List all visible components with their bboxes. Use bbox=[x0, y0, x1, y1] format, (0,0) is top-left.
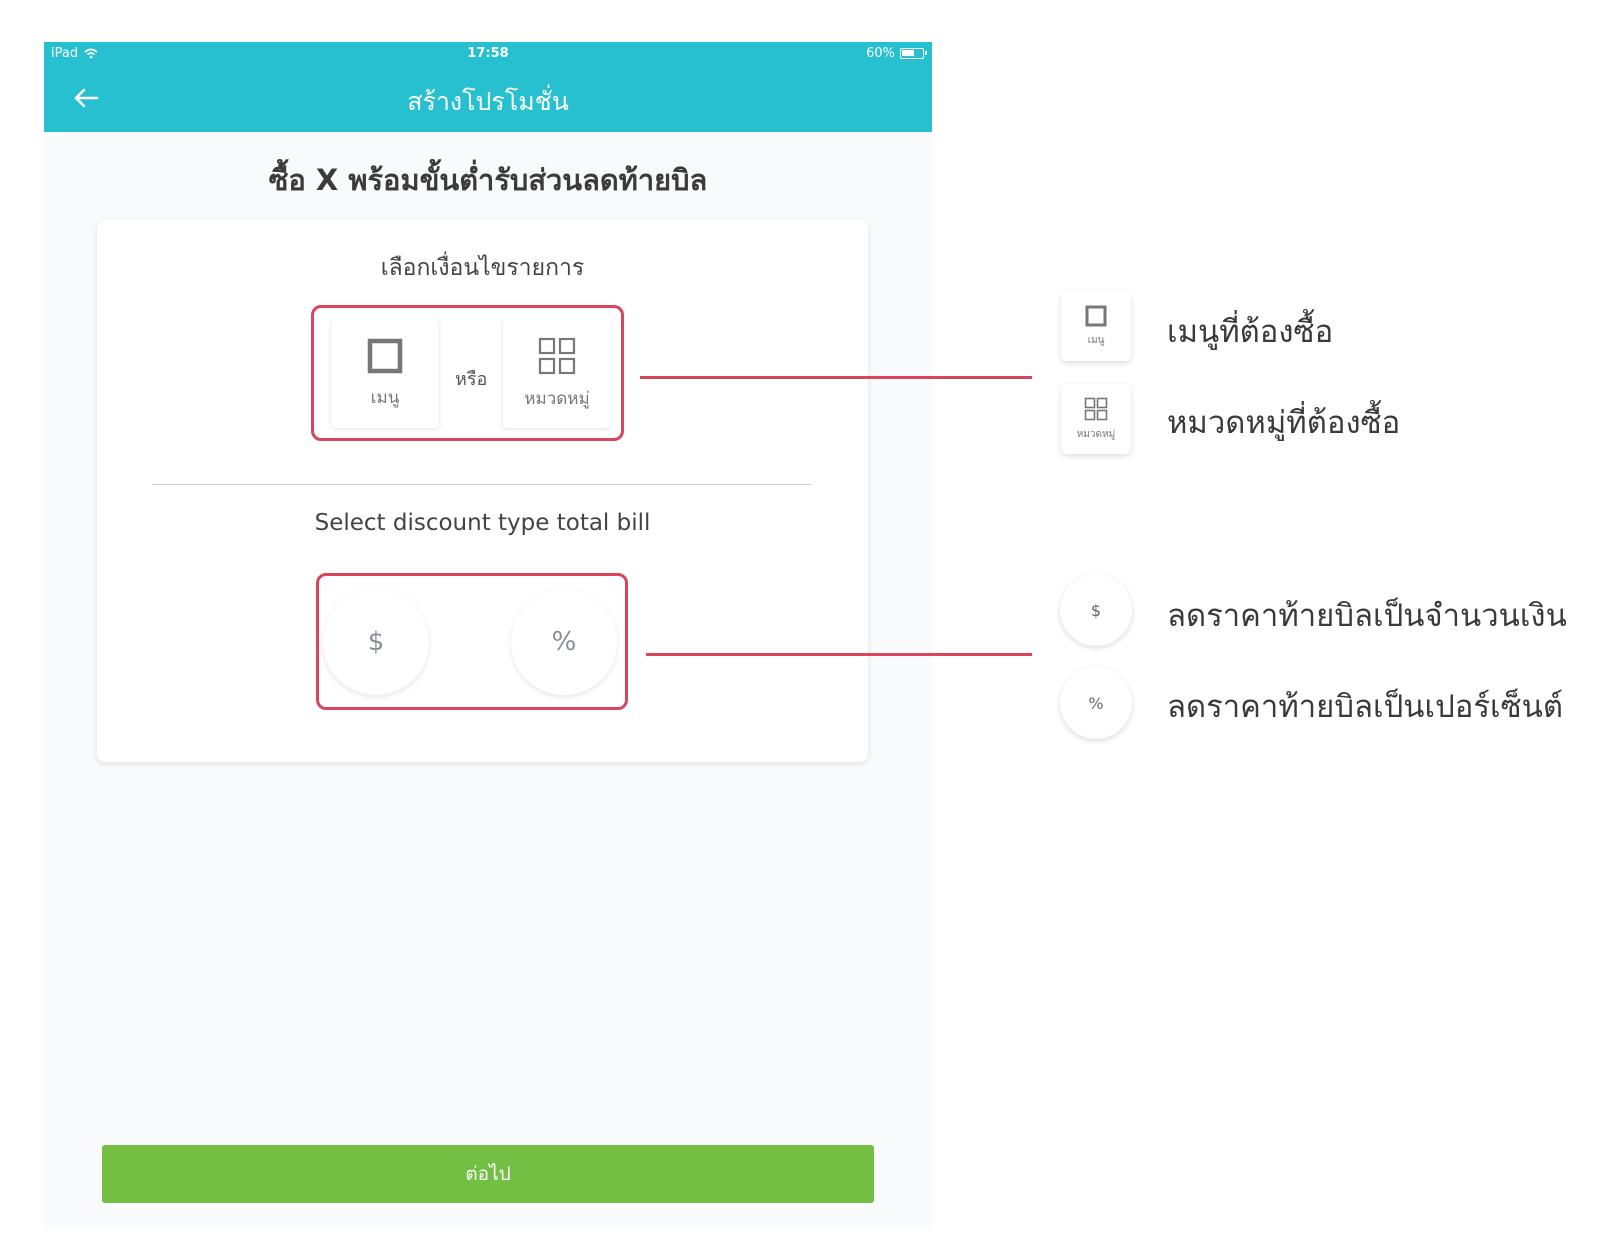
legend-menu-tile-label: เมนู bbox=[1087, 334, 1105, 346]
legend-menu-text: เมนูที่ต้องซื้อ bbox=[1167, 314, 1334, 350]
arrow-left-icon bbox=[74, 88, 99, 108]
promotion-card: เลือกเงื่อนไขรายการ เมนู หรือ หมวดหมู่ S… bbox=[97, 220, 868, 762]
condition-label: เลือกเงื่อนไขรายการ bbox=[380, 255, 585, 281]
condition-connector-line bbox=[640, 376, 1032, 379]
legend-menu-tile: เมนู bbox=[1061, 291, 1131, 361]
status-bar: iPad 17:58 60% bbox=[44, 42, 932, 66]
legend-amount-text: ลดราคาท้ายบิลเป็นจำนวนเงิน bbox=[1167, 598, 1567, 634]
ipad-screen: iPad 17:58 60% สร้างโปรโมชั่น ซื้อ X พร้… bbox=[44, 42, 932, 1227]
condition-menu-label: เมนู bbox=[370, 387, 400, 408]
square-icon bbox=[1085, 305, 1107, 326]
page-title: ซื้อ X พร้อมขั้นต่ำรับส่วนลดท้ายบิล bbox=[268, 163, 708, 197]
back-button[interactable] bbox=[68, 80, 104, 116]
grid-icon bbox=[1084, 397, 1108, 420]
square-icon bbox=[367, 338, 403, 373]
dollar-icon: $ bbox=[367, 627, 385, 657]
app-header: iPad 17:58 60% สร้างโปรโมชั่น bbox=[44, 42, 932, 132]
status-carrier: iPad bbox=[51, 46, 98, 61]
percent-icon: % bbox=[1088, 693, 1104, 713]
legend-category-text: หมวดหมู่ที่ต้องซื้อ bbox=[1167, 405, 1401, 441]
condition-highlight-frame bbox=[311, 305, 624, 441]
grid-icon bbox=[538, 337, 576, 374]
condition-menu-option[interactable]: เมนู bbox=[331, 320, 439, 428]
section-divider bbox=[152, 484, 812, 485]
device-name: iPad bbox=[51, 46, 79, 61]
legend-amount-circle: $ bbox=[1060, 574, 1132, 646]
discount-percent-option[interactable]: % bbox=[511, 589, 617, 695]
header-title: สร้างโปรโมชั่น bbox=[407, 87, 569, 116]
battery-icon bbox=[900, 48, 927, 59]
condition-category-label: หมวดหมู่ bbox=[524, 388, 590, 409]
or-label: หรือ bbox=[455, 369, 488, 390]
status-battery: 60% bbox=[866, 46, 927, 61]
condition-category-option[interactable]: หมวดหมู่ bbox=[503, 320, 611, 428]
legend-percent-circle: % bbox=[1060, 667, 1132, 739]
dollar-icon: $ bbox=[1090, 600, 1102, 620]
next-button[interactable]: ต่อไป bbox=[102, 1145, 874, 1203]
percent-icon: % bbox=[551, 627, 577, 657]
legend-percent-text: ลดราคาท้ายบิลเป็นเปอร์เซ็นต์ bbox=[1167, 689, 1563, 725]
discount-label: Select discount type total bill bbox=[314, 510, 651, 536]
wifi-icon bbox=[84, 48, 98, 59]
legend-category-tile: หมวดหมู่ bbox=[1061, 384, 1131, 454]
battery-percent: 60% bbox=[866, 46, 895, 61]
discount-amount-option[interactable]: $ bbox=[323, 589, 429, 695]
status-time: 17:58 bbox=[467, 46, 509, 61]
legend-category-tile-label: หมวดหมู่ bbox=[1076, 428, 1116, 440]
discount-highlight-frame bbox=[316, 573, 628, 710]
discount-connector-line bbox=[646, 653, 1032, 656]
